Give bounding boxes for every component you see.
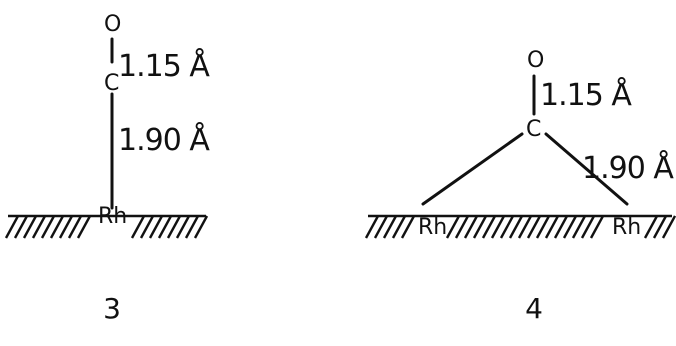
hatch-mark [391,215,407,239]
hatch-mark [139,215,155,239]
hatch-mark [175,215,191,239]
hatch-mark [490,215,506,239]
hatch-mark [184,215,200,239]
hatch-mark [148,215,164,239]
hatch-mark [22,215,38,239]
hatch-mark [562,215,578,239]
surface-hatching-right [364,214,676,239]
structure-3: O C Rh 1.15 Å 1.90 Å 3 [4,12,211,325]
hatch-mark [553,215,569,239]
hatch-mark [31,215,47,239]
carbon-atom-label: C [526,117,541,142]
hatch-mark [472,215,488,239]
rhodium-atom-label-right: Rh [612,215,641,240]
c-o-distance-label: 1.15 Å [118,48,210,84]
hatch-mark [589,215,605,239]
hatch-mark [508,215,524,239]
c-o-distance-label: 1.15 Å [540,77,632,113]
surface-hatching-left [4,214,209,239]
structure-number: 4 [525,292,543,325]
hatch-mark [544,215,560,239]
hatch-mark [13,215,29,239]
hatch-mark [373,215,389,239]
rh-c-bond-right [544,132,629,206]
oxygen-atom-label: O [104,12,121,37]
rh-c-bond-left [421,132,524,206]
carbon-atom-label: C [104,71,119,96]
hatch-mark [454,215,470,239]
oxygen-atom-label: O [527,48,544,73]
hatch-mark [499,215,515,239]
hatch-mark [526,215,542,239]
hatch-mark [517,215,533,239]
hatch-mark [535,215,551,239]
hatch-mark [400,215,416,239]
hatch-mark [49,215,65,239]
structure-4: O C Rh Rh 1.15 Å 1.90 Å 4 [364,48,676,325]
rhodium-atom-label-left: Rh [418,215,447,240]
hatch-mark [166,215,182,239]
hatch-mark [652,215,668,239]
hatch-mark [58,215,74,239]
hatch-mark [481,215,497,239]
hatch-mark [76,215,92,239]
hatch-mark [40,215,56,239]
hatch-mark [193,215,209,239]
rhodium-atom-label: Rh [98,204,127,229]
hatch-mark [4,215,20,239]
hatch-mark [130,215,146,239]
rh-c-distance-label: 1.90 Å [118,122,210,158]
hatch-mark [445,215,461,239]
hatch-mark [463,215,479,239]
hatch-mark [571,215,587,239]
structure-number: 3 [103,292,121,325]
hatch-mark [382,215,398,239]
hatch-mark [643,215,659,239]
hatch-mark [157,215,173,239]
hatch-mark [580,215,596,239]
rh-c-distance-label: 1.90 Å [582,150,674,186]
hatch-mark [364,215,380,239]
hatch-mark [67,215,83,239]
hatch-mark [661,215,676,239]
